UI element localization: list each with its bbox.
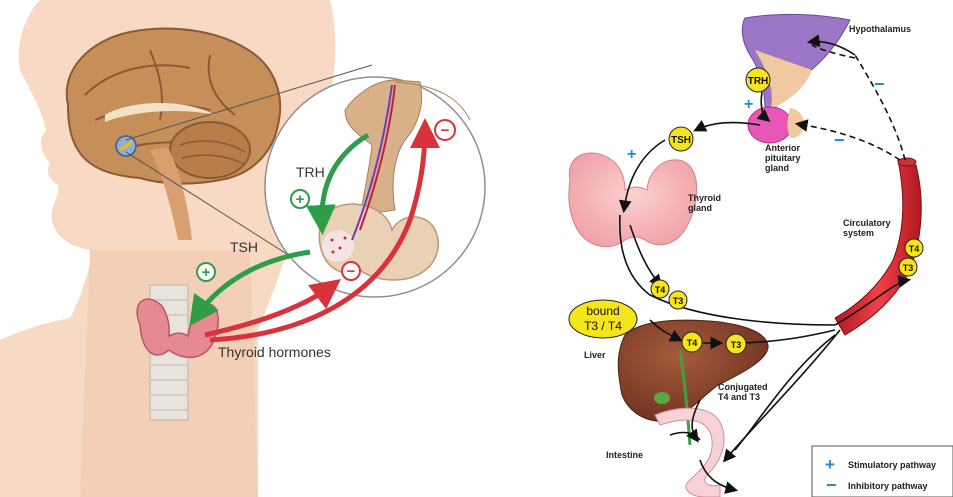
svg-text:+: + [296, 191, 305, 208]
hypothalamus-shape [742, 14, 850, 110]
hypothalamus-label: Hypothalamus [849, 24, 911, 34]
anterior-pituitary-label-1: Anterior [765, 143, 801, 153]
svg-text:−: − [441, 122, 450, 139]
legend-stimulatory-icon: + [825, 455, 835, 474]
t3-badge-thyroid: T3 [669, 291, 687, 309]
svg-text:bound: bound [586, 304, 619, 318]
minus-sign-pituitary: − [342, 262, 360, 280]
circulatory-system-label-2: system [843, 228, 874, 238]
svg-text:TRH: TRH [748, 76, 769, 87]
bound-badge: bound T3 / T4 [569, 300, 637, 338]
plus-sign-trh: + [291, 190, 309, 208]
t4-badge-thyroid: T4 [651, 280, 669, 298]
left-trh-label: TRH [296, 164, 325, 180]
minus-sign-hypothalamus-right: − [874, 74, 885, 94]
right-panel: TRH TSH T4 T3 T4 T3 T4 T3 [569, 14, 953, 497]
svg-text:T3: T3 [673, 296, 684, 306]
svg-text:T4: T4 [909, 244, 920, 254]
tsh-badge: TSH [669, 127, 693, 151]
circulatory-system-label-1: Circulatory [843, 218, 891, 228]
svg-text:T3 / T4: T3 / T4 [584, 319, 622, 333]
legend: + Stimulatory pathway − Inhibitory pathw… [812, 446, 953, 497]
left-tsh-label: TSH [230, 239, 258, 255]
plus-sign-trh-right: + [744, 96, 753, 113]
minus-sign-pituitary-right: − [834, 130, 845, 150]
t4-badge-vessel: T4 [905, 239, 923, 257]
svg-text:T3: T3 [731, 340, 742, 350]
minus-sign-hypothalamus: − [435, 120, 455, 140]
svg-text:T4: T4 [655, 285, 666, 295]
thyroid-gland-label-2: gland [688, 203, 712, 213]
liver-label: Liver [584, 350, 606, 360]
legend-stimulatory-label: Stimulatory pathway [848, 460, 936, 470]
svg-text:+: + [202, 264, 211, 281]
plus-sign-tsh: + [197, 263, 215, 281]
svg-text:TSH: TSH [671, 135, 691, 146]
anterior-pituitary-label-3: gland [765, 163, 789, 173]
left-panel: + + − − TRH TSH Thyroid hormones [0, 0, 485, 497]
t3-badge-vessel: T3 [899, 258, 917, 276]
anterior-pituitary-shape [748, 107, 792, 143]
plus-sign-tsh-right: + [627, 146, 636, 163]
trh-badge: TRH [746, 68, 770, 92]
intestine-label: Intestine [606, 450, 643, 460]
svg-text:−: − [347, 263, 356, 280]
cerebellum [170, 122, 250, 178]
svg-text:T4: T4 [687, 338, 698, 348]
conjugated-label-1: Conjugated [718, 382, 768, 392]
thyroid-hormones-label: Thyroid hormones [218, 344, 331, 360]
t4-badge-liver: T4 [682, 332, 702, 352]
anterior-pituitary-label-2: pituitary [765, 153, 801, 163]
t3-badge-liver: T3 [726, 334, 746, 354]
legend-inhibitory-icon: − [826, 475, 837, 495]
legend-inhibitory-label: Inhibitory pathway [848, 481, 928, 491]
conjugated-label-2: T4 and T3 [718, 392, 760, 402]
svg-text:T3: T3 [903, 263, 914, 273]
thyroid-gland-label-1: Thyroid [688, 193, 721, 203]
